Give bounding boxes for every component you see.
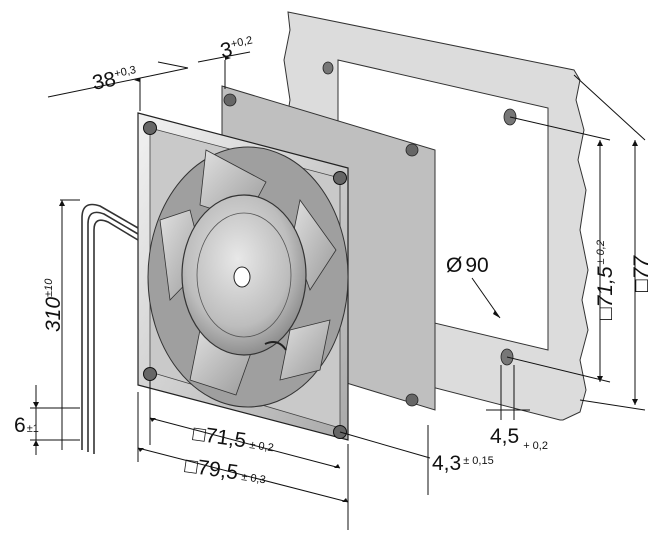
panel-hole-top-left — [322, 61, 334, 75]
wire-strip-label: 6±1 — [14, 414, 39, 437]
dimension-lines — [30, 51, 646, 530]
panel-size-label: □77 — [630, 255, 653, 292]
dimension-labels: 38+0,3 3+0,2 310±10 6±1 □71,5± 0,2 □79,5… — [14, 33, 653, 488]
rear-mount-hole — [405, 143, 419, 157]
fan-hub — [181, 194, 307, 356]
panel-hole-spacing-label: □71,5± 0,2 — [594, 240, 617, 320]
fan-cables — [81, 203, 139, 454]
cable-exit — [264, 341, 287, 351]
cable-length-label: 310±10 — [42, 278, 65, 332]
hole-spacing-label: □71,5± 0,2 — [191, 422, 275, 456]
fan-size-label: □79,5± 0,3 — [183, 454, 267, 488]
mount-hole-label: 4,5+ 0,2 — [490, 425, 548, 452]
front-mount-hole — [143, 367, 157, 381]
rear-mount-hole — [223, 93, 237, 107]
flange-label: 3+0,2 — [218, 33, 255, 62]
front-mount-hole — [333, 171, 347, 185]
hub-center — [233, 266, 251, 288]
rear-mount-hole — [405, 393, 419, 407]
flange-offset-label: 4,3± 0,15 — [432, 452, 494, 475]
depth-label: 38+0,3 — [90, 63, 139, 95]
front-mount-hole — [143, 121, 157, 135]
